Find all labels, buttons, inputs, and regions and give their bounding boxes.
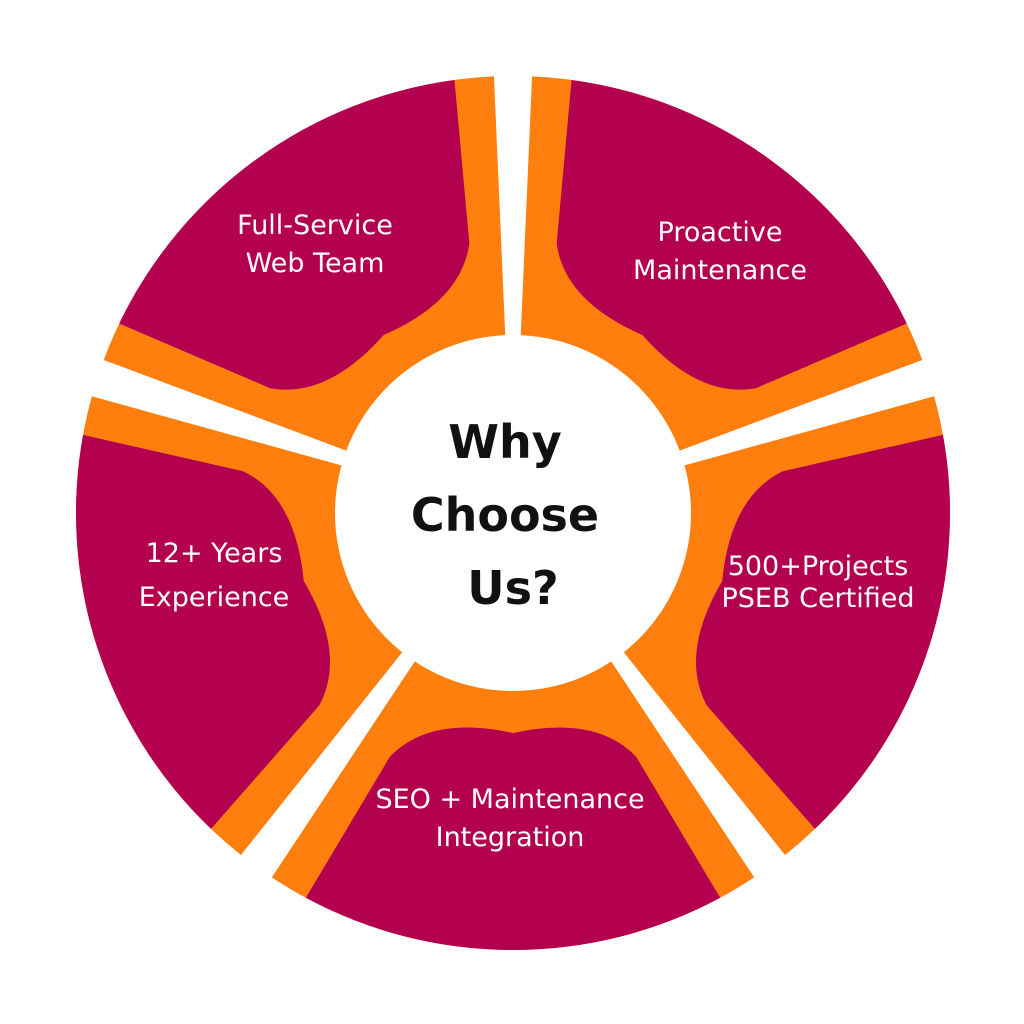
segment-left-body <box>75 434 330 829</box>
center-title-line-2: Choose <box>411 488 599 542</box>
segment-top-right-label-line-2: Maintenance <box>633 255 807 286</box>
segment-top-left-label-line-1: Full-Service <box>237 210 393 241</box>
segment-left-label-line-1: 12+ Years <box>146 538 283 569</box>
segment-top-left-body <box>119 79 470 390</box>
segment-right-body <box>696 434 950 829</box>
segment-top-left-label-line-2: Web Team <box>246 248 385 279</box>
segment-left-label-line-2: Experience <box>139 582 290 613</box>
center-hub <box>335 335 691 691</box>
segment-right-label-line-2: PSEB Certified <box>722 583 915 614</box>
center-title: Why Choose Us? <box>411 415 615 615</box>
segment-top-right-body <box>556 79 907 390</box>
segment-top-right-label-line-1: Proactive <box>658 217 783 248</box>
segment-bottom-label-line-2: Integration <box>436 822 585 853</box>
center-title-line-3: Us? <box>467 561 558 615</box>
center-title-line-1: Why <box>448 415 561 469</box>
segment-bottom-label-line-1: SEO + Maintenance <box>375 784 644 815</box>
segment-bottom-body <box>305 727 721 950</box>
segment-right-label-line-1: 500+Projects <box>728 551 909 582</box>
